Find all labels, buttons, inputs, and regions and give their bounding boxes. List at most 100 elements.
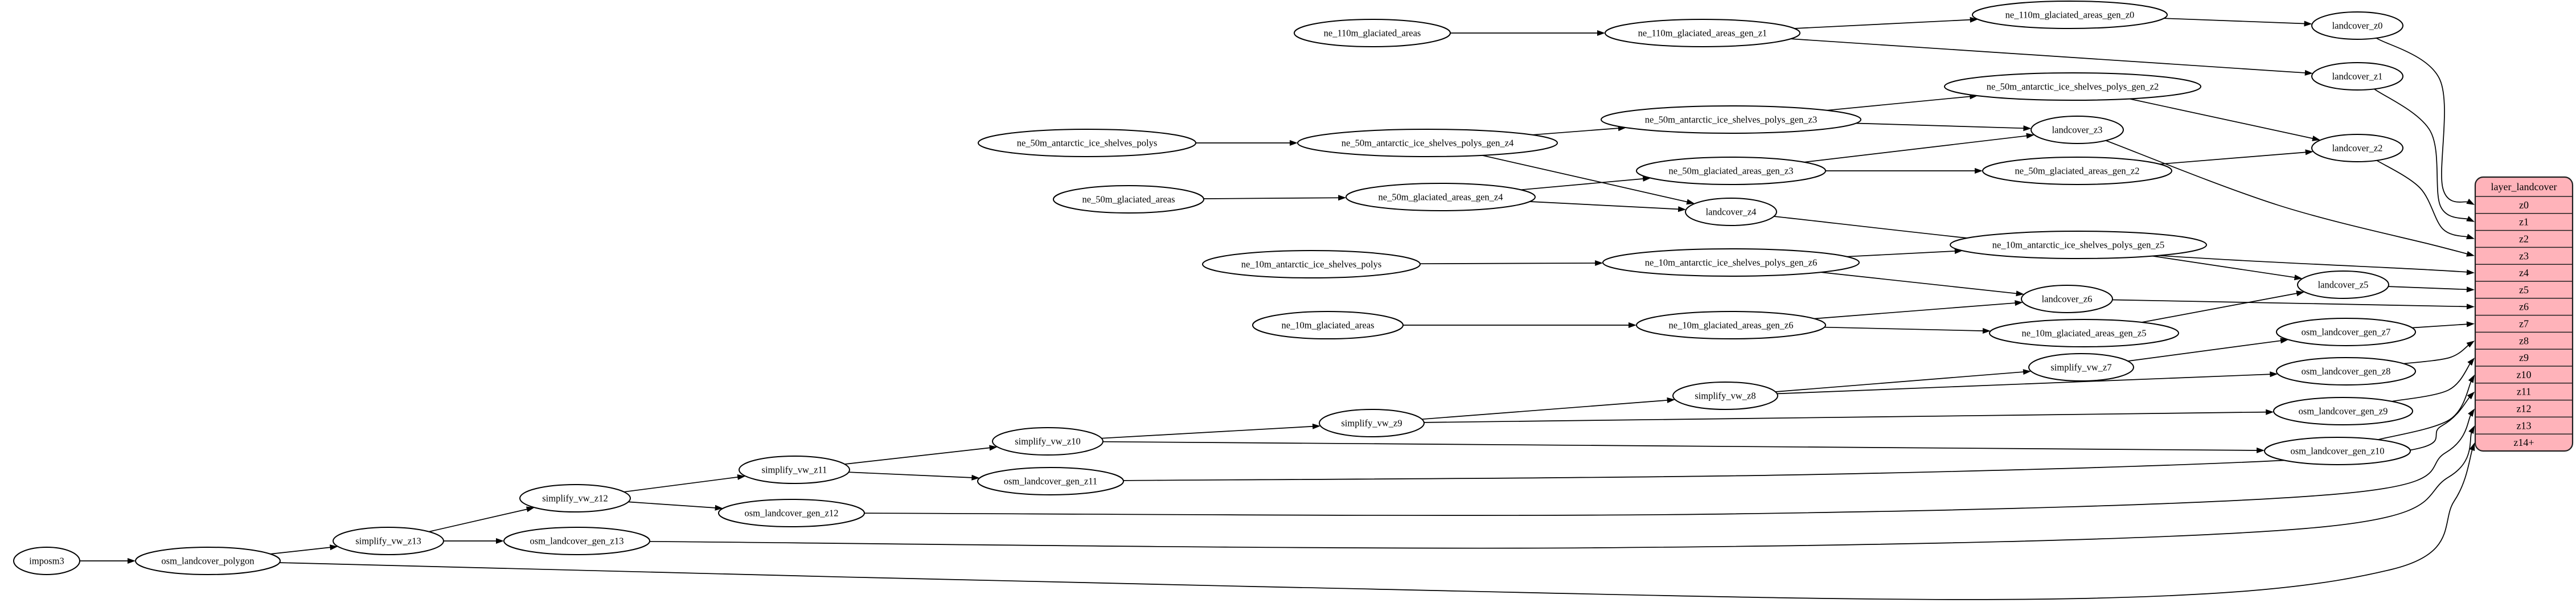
edge-landcover_z3-to-row-z3 bbox=[2105, 140, 2475, 257]
node-label: ne_110m_glaciated_areas bbox=[1324, 28, 1421, 39]
edge-osm_landcover_gen_z10-to-row-z10 bbox=[2378, 374, 2475, 440]
node-landcover_z6: landcover_z6 bbox=[2021, 285, 2113, 313]
node-ne_50m_glaciated_areas: ne_50m_glaciated_areas bbox=[1053, 185, 1204, 214]
arrowhead-icon bbox=[1312, 423, 1321, 429]
arrowhead-icon bbox=[2296, 290, 2305, 297]
edge-ne_10m_glaciated_areas_gen_z6-to-landcover_z6 bbox=[1814, 300, 2023, 319]
edge-simplify_vw_z8-to-osm_landcover_gen_z8 bbox=[1777, 371, 2278, 395]
node-label: ne_110m_glaciated_areas_gen_z0 bbox=[2005, 10, 2135, 20]
node-label: ne_10m_antarctic_ice_shelves_polys_gen_z… bbox=[1992, 240, 2164, 251]
edge-simplify_vw_z13-to-osm_landcover_gen_z13 bbox=[444, 538, 504, 544]
edge-ne_10m_antarctic_ice_shelves_polys_gen_z5-to-landcover_z5 bbox=[2152, 255, 2303, 281]
table-row-z0: z0 bbox=[2519, 199, 2529, 211]
node-label: ne_10m_glaciated_areas bbox=[1281, 320, 1374, 331]
edge-osm_landcover_gen_z11-to-row-z11 bbox=[1123, 391, 2475, 481]
edge-ne_10m_antarctic_ice_shelves_polys_gen_z6-to-ne_10m_antarctic_ice_shelves_polys_gen_z5 bbox=[1847, 248, 1963, 257]
edge-osm_landcover_polygon-to-simplify_vw_z13 bbox=[270, 544, 338, 555]
edge-ne_50m_antarctic_ice_shelves_polys_gen_z2-to-landcover_z2 bbox=[2129, 98, 2321, 141]
node-simplify_vw_z8: simplify_vw_z8 bbox=[1672, 382, 1778, 410]
arrowhead-icon bbox=[2468, 425, 2475, 434]
table-layer_landcover: layer_landcoverz0z1z2z3z4z5z6z7z8z9z10z1… bbox=[2474, 176, 2574, 452]
node-label: landcover_z5 bbox=[2318, 280, 2369, 290]
edge-ne_50m_antarctic_ice_shelves_polys_gen_z3-to-landcover_z3 bbox=[1856, 122, 2032, 132]
node-label: landcover_z1 bbox=[2332, 71, 2383, 82]
edge-ne_50m_glaciated_areas-to-ne_50m_glaciated_areas_gen_z4 bbox=[1203, 195, 1347, 201]
arrowhead-icon bbox=[2312, 136, 2321, 141]
edge-simplify_vw_z11-to-osm_landcover_gen_z11 bbox=[848, 471, 980, 481]
arrowhead-icon bbox=[2466, 251, 2475, 257]
arrowhead-icon bbox=[2466, 269, 2475, 276]
node-label: simplify_vw_z13 bbox=[355, 536, 421, 547]
edge-ne_50m_glaciated_areas_gen_z3-to-ne_50m_glaciated_areas_gen_z2 bbox=[1826, 168, 1983, 174]
node-landcover_z3: landcover_z3 bbox=[2031, 116, 2124, 144]
node-ne_50m_antarctic_ice_shelves_polys_gen_z4: ne_50m_antarctic_ice_shelves_polys_gen_z… bbox=[1297, 129, 1558, 157]
node-label: ne_50m_glaciated_areas bbox=[1082, 194, 1175, 205]
node-ne_110m_glaciated_areas_gen_z0: ne_110m_glaciated_areas_gen_z0 bbox=[1972, 1, 2168, 29]
node-imposm3: imposm3 bbox=[13, 547, 80, 575]
node-ne_50m_glaciated_areas_gen_z3: ne_50m_glaciated_areas_gen_z3 bbox=[1636, 157, 1826, 185]
arrowhead-icon bbox=[2266, 409, 2274, 415]
node-ne_10m_antarctic_ice_shelves_polys_gen_z6: ne_10m_antarctic_ice_shelves_polys_gen_z… bbox=[1602, 248, 1860, 277]
arrowhead-icon bbox=[1686, 199, 1695, 205]
edge-landcover_z5-to-row-z5 bbox=[2388, 286, 2475, 293]
node-label: ne_50m_glaciated_areas_gen_z2 bbox=[2015, 166, 2140, 177]
arrowhead-icon bbox=[496, 538, 504, 544]
arrowhead-icon bbox=[2294, 274, 2303, 281]
arrowhead-icon bbox=[2467, 358, 2475, 366]
arrowhead-icon bbox=[1595, 260, 1603, 266]
arrowhead-icon bbox=[1970, 17, 1978, 23]
arrowhead-icon bbox=[330, 544, 338, 551]
node-label: simplify_vw_z11 bbox=[762, 465, 827, 475]
edge-ne_50m_glaciated_areas_gen_z4-to-ne_50m_glaciated_areas_gen_z3 bbox=[1520, 176, 1651, 191]
node-label: osm_landcover_gen_z7 bbox=[2302, 327, 2391, 338]
edge-landcover_z0-to-row-z0 bbox=[2376, 38, 2475, 205]
arrowhead-icon bbox=[2468, 408, 2475, 417]
arrowhead-icon bbox=[1597, 30, 1605, 36]
arrowhead-icon bbox=[2026, 133, 2034, 139]
edge-osm_landcover_gen_z7-to-row-z7 bbox=[2411, 321, 2475, 329]
node-simplify_vw_z12: simplify_vw_z12 bbox=[519, 484, 631, 512]
arrowhead-icon bbox=[2466, 321, 2475, 327]
node-ne_10m_glaciated_areas_gen_z5: ne_10m_glaciated_areas_gen_z5 bbox=[1989, 319, 2179, 347]
arrowhead-icon bbox=[2270, 371, 2278, 378]
node-osm_landcover_gen_z8: osm_landcover_gen_z8 bbox=[2276, 357, 2416, 386]
node-landcover_z1: landcover_z1 bbox=[2311, 62, 2403, 91]
node-ne_50m_glaciated_areas_gen_z4: ne_50m_glaciated_areas_gen_z4 bbox=[1346, 183, 1536, 211]
table-row-z10: z10 bbox=[2517, 369, 2532, 380]
edge-simplify_vw_z11-to-simplify_vw_z10 bbox=[844, 445, 998, 465]
node-ne_110m_glaciated_areas_gen_z1: ne_110m_glaciated_areas_gen_z1 bbox=[1605, 19, 1800, 47]
arrowhead-icon bbox=[989, 445, 998, 451]
node-osm_landcover_gen_z9: osm_landcover_gen_z9 bbox=[2273, 397, 2413, 425]
edge-simplify_vw_z9-to-osm_landcover_gen_z9 bbox=[1424, 409, 2274, 423]
node-osm_landcover_gen_z7: osm_landcover_gen_z7 bbox=[2276, 318, 2416, 346]
arrowhead-icon bbox=[1975, 168, 1983, 174]
node-osm_landcover_polygon: osm_landcover_polygon bbox=[135, 547, 281, 575]
node-ne_10m_antarctic_ice_shelves_polys_gen_z5: ne_10m_antarctic_ice_shelves_polys_gen_z… bbox=[1950, 231, 2207, 259]
table-row-z12: z12 bbox=[2517, 403, 2532, 415]
node-label: ne_10m_antarctic_ice_shelves_polys_gen_z… bbox=[1645, 257, 1817, 268]
node-landcover_z5: landcover_z5 bbox=[2297, 270, 2389, 299]
edge-simplify_vw_z10-to-simplify_vw_z9 bbox=[1101, 423, 1321, 439]
arrowhead-icon bbox=[2466, 233, 2475, 240]
arrowhead-icon bbox=[2305, 149, 2314, 155]
node-simplify_vw_z13: simplify_vw_z13 bbox=[333, 527, 444, 555]
arrowhead-icon bbox=[2023, 125, 2032, 132]
node-label: simplify_vw_z12 bbox=[542, 493, 608, 504]
node-label: osm_landcover_gen_z9 bbox=[2299, 406, 2388, 417]
table-row-z11: z11 bbox=[2517, 386, 2531, 397]
node-label: simplify_vw_z10 bbox=[1015, 436, 1081, 447]
node-label: osm_landcover_gen_z11 bbox=[1004, 476, 1097, 487]
table-row-z14+: z14+ bbox=[2513, 437, 2534, 448]
node-label: landcover_z3 bbox=[2052, 125, 2103, 136]
node-label: landcover_z2 bbox=[2332, 143, 2383, 154]
node-label: landcover_z4 bbox=[1706, 207, 1757, 218]
node-osm_landcover_gen_z13: osm_landcover_gen_z13 bbox=[503, 527, 650, 555]
edge-ne_50m_glaciated_areas_gen_z2-to-landcover_z2 bbox=[2159, 149, 2314, 165]
edge-ne_50m_antarctic_ice_shelves_polys_gen_z4-to-landcover_z4 bbox=[1482, 154, 1695, 205]
node-ne_110m_glaciated_areas: ne_110m_glaciated_areas bbox=[1294, 19, 1451, 47]
node-label: osm_landcover_gen_z13 bbox=[530, 536, 624, 547]
node-label: landcover_z6 bbox=[2042, 294, 2093, 305]
node-label: osm_landcover_gen_z10 bbox=[2291, 446, 2385, 457]
node-landcover_z4: landcover_z4 bbox=[1685, 198, 1777, 226]
